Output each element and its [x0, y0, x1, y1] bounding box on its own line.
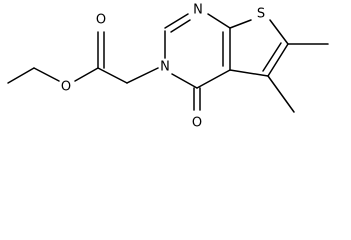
ring-oxygen-label: O	[192, 116, 202, 131]
bond-s-c6	[269, 19, 289, 45]
bonds	[7, 13, 329, 113]
bond-o-carbonyl-c	[74, 67, 99, 82]
bond-ch2-n3	[126, 67, 159, 84]
nitrogen-1-label: N	[193, 3, 203, 18]
bond-c6-c5-2	[262, 42, 282, 72]
bond-c4a-c4	[196, 69, 231, 89]
bond-n1-c7a	[207, 13, 231, 29]
bond-c5-c4a	[229, 69, 269, 77]
carbonyl-oxygen-atom: O	[96, 13, 106, 28]
nitrogen-3-atom: N	[160, 60, 170, 75]
sulfur-label: S	[257, 7, 265, 22]
bond-ch2-o	[33, 67, 60, 82]
ester-oxygen-atom: O	[61, 80, 71, 95]
bond-c5-methyl	[267, 75, 295, 113]
carbonyl-oxygen-label: O	[96, 13, 106, 28]
bond-ch3-ch2	[7, 67, 35, 84]
atom-labels: O O N N S O	[61, 3, 265, 131]
sulfur-atom: S	[257, 7, 265, 22]
ester-oxygen-label: O	[61, 80, 71, 95]
bond-c6-c5-1	[267, 43, 289, 77]
chemical-structure: O O N N S O	[7, 3, 329, 131]
bond-c7a-s	[229, 19, 252, 29]
bond-carbonyl-c-ch2	[97, 67, 128, 84]
nitrogen-3-label: N	[160, 60, 170, 75]
bond-c2-n1-1	[164, 13, 189, 29]
bond-c2-n1-2	[170, 19, 191, 33]
bond-c4-n3	[171, 73, 198, 89]
ring-oxygen-atom: O	[192, 116, 202, 131]
nitrogen-1-atom: N	[193, 3, 203, 18]
